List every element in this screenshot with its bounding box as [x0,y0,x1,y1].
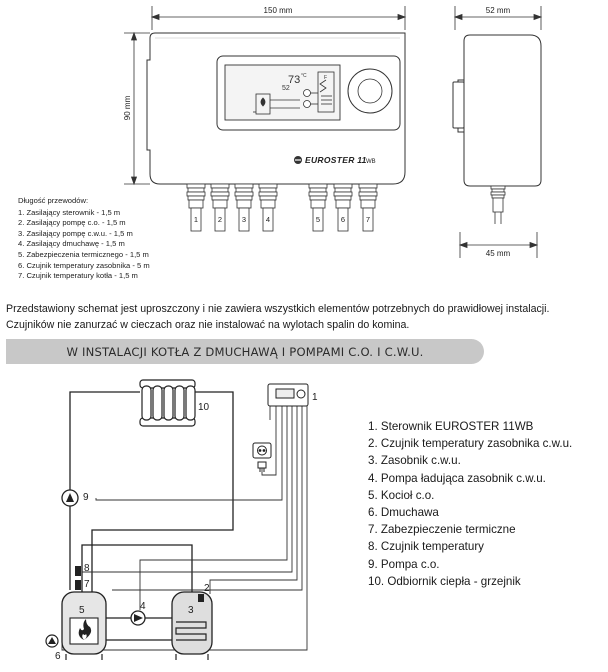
cable-gland [258,183,278,232]
width-label: 150 mm [264,6,293,15]
cable-number: 5 [316,215,320,224]
parts-list: 1. Sterownik EUROSTER 11WB 2. Czujnik te… [368,418,572,590]
bottom-depth-dimension [458,232,539,258]
cable-gland [308,183,328,232]
lcd-tank-icon: F [317,71,335,113]
lcd-boiler-icon [253,93,300,115]
height-dimension [124,31,150,186]
label-blower: 6 [55,651,61,662]
parts-list-item: 3. Zasobnik c.w.u. [368,454,461,468]
cable-lengths-title: Długość przewodów: [18,196,89,205]
note-line-1: Przedstawiony schemat jest uproszczony i… [6,303,550,315]
parts-list-item: 7. Zabezpieczenie termiczne [368,523,516,537]
cable-number: 6 [341,215,345,224]
tank-sensor [198,594,204,602]
installation-schematic: 10 1 9 8 7 5 6 [45,379,318,662]
co-pump [61,489,79,507]
label-tank-pump: 4 [140,601,146,612]
brand-model: WB [366,159,376,165]
parts-list-item: 5. Kocioł c.o. [368,488,435,502]
width-dimension [150,6,407,30]
blower [45,634,59,648]
label-radiator: 10 [198,402,210,413]
hot-water-tank [171,591,213,660]
parts-list-item: 6. Dmuchawa [368,506,439,520]
cable-length-item: 4. Zasilający dmuchawę - 1,5 m [18,239,125,249]
parts-list-item: 2. Czujnik temperatury zasobnika c.w.u. [368,437,573,451]
boiler [61,591,107,660]
cable-length-item: 2. Zasilający pompę c.o. - 1,5 m [18,218,126,228]
parts-list-item: 4. Pompa ładująca zasobnik c.w.u. [368,471,546,485]
section-banner: W INSTALACJI KOTŁA Z DMUCHAWĄ I POMPAMI … [6,339,484,364]
lcd-temp-unit: °C [301,73,307,79]
label-co-pump: 9 [83,492,89,503]
bottom-depth-label: 45 mm [486,249,511,258]
controller-wiring [61,406,308,651]
cable-length-item: 6. Czujnik temperatury zasobnika - 5 m [18,260,150,270]
cable-gland [234,183,254,232]
cable-number: 7 [366,215,370,224]
label-boiler: 5 [79,605,85,616]
lcd-temp-big: 73 [288,74,300,86]
brand-name: EUROSTER 11 [305,155,367,165]
device-technical-drawing: 150 mm 90 mm 73 °C 52 [123,6,543,258]
cable-gland [333,183,353,232]
label-controller: 1 [312,392,318,403]
controller-side-view [452,34,542,187]
label-temp-sensor: 8 [84,563,90,574]
cable-number: 1 [194,215,198,224]
tank-pump [130,610,146,626]
label-thermal-protection: 7 [84,579,90,590]
co-supply-pipe [69,391,140,590]
note-line-2: Czujników nie zanurzać w cieczach oraz n… [6,318,410,331]
lcd-display [224,64,341,121]
banner-title: W INSTALACJI KOTŁA Z DMUCHAWĄ I POMPAMI … [66,344,424,359]
cable-number: 2 [218,215,222,224]
power-socket-icon [252,442,272,472]
height-label: 90 mm [123,95,132,120]
cable-gland [210,183,230,232]
cable-glands: 1 2 3 4 5 6 7 [186,183,378,232]
radiator [139,379,196,427]
cwu-return-pipe [81,544,193,592]
cable-length-item: 7. Czujnik temperatury kotła - 1,5 m [18,271,138,281]
label-tank: 3 [188,605,194,616]
cable-gland [186,183,206,232]
cable-length-item: 1. Zasilający sterownik - 1,5 m [18,207,121,217]
depth-label: 52 mm [486,6,511,15]
parts-list-item: 8. Czujnik temperatury [368,540,484,554]
cable-lengths-legend: Długość przewodów: 1. Zasilający sterown… [18,196,150,282]
controller-front-view: 73 °C 52 F EUROSTER [146,32,406,185]
co-return-pipe [91,391,234,592]
temp-sensor [75,566,81,576]
label-tank-sensor: 2 [204,583,210,594]
installation-note: Przedstawiony schemat jest uproszczony i… [6,302,606,333]
cable-number: 3 [242,215,246,224]
thermal-protection [75,580,81,590]
parts-list-item: 10. Odbiornik ciepła - grzejnik [368,574,521,588]
parts-list-item: 9. Pompa c.o. [368,557,440,571]
lcd-temp-small: 52 [282,85,290,92]
cable-gland [358,183,378,232]
lcd-pump-icons [303,89,318,108]
cable-length-item: 5. Zabezpieczenia termicznego - 1,5 m [18,249,149,259]
parts-list-item: 1. Sterownik EUROSTER 11WB [368,420,534,433]
side-cable-gland [490,185,506,224]
svg-text:F: F [324,75,327,81]
depth-dimension [453,6,543,30]
cable-number: 4 [266,215,270,224]
cable-length-item: 3. Zasilający pompę c.w.u. - 1,5 m [18,228,133,238]
brand-logo-icon [294,156,302,164]
controller-unit [267,383,309,407]
